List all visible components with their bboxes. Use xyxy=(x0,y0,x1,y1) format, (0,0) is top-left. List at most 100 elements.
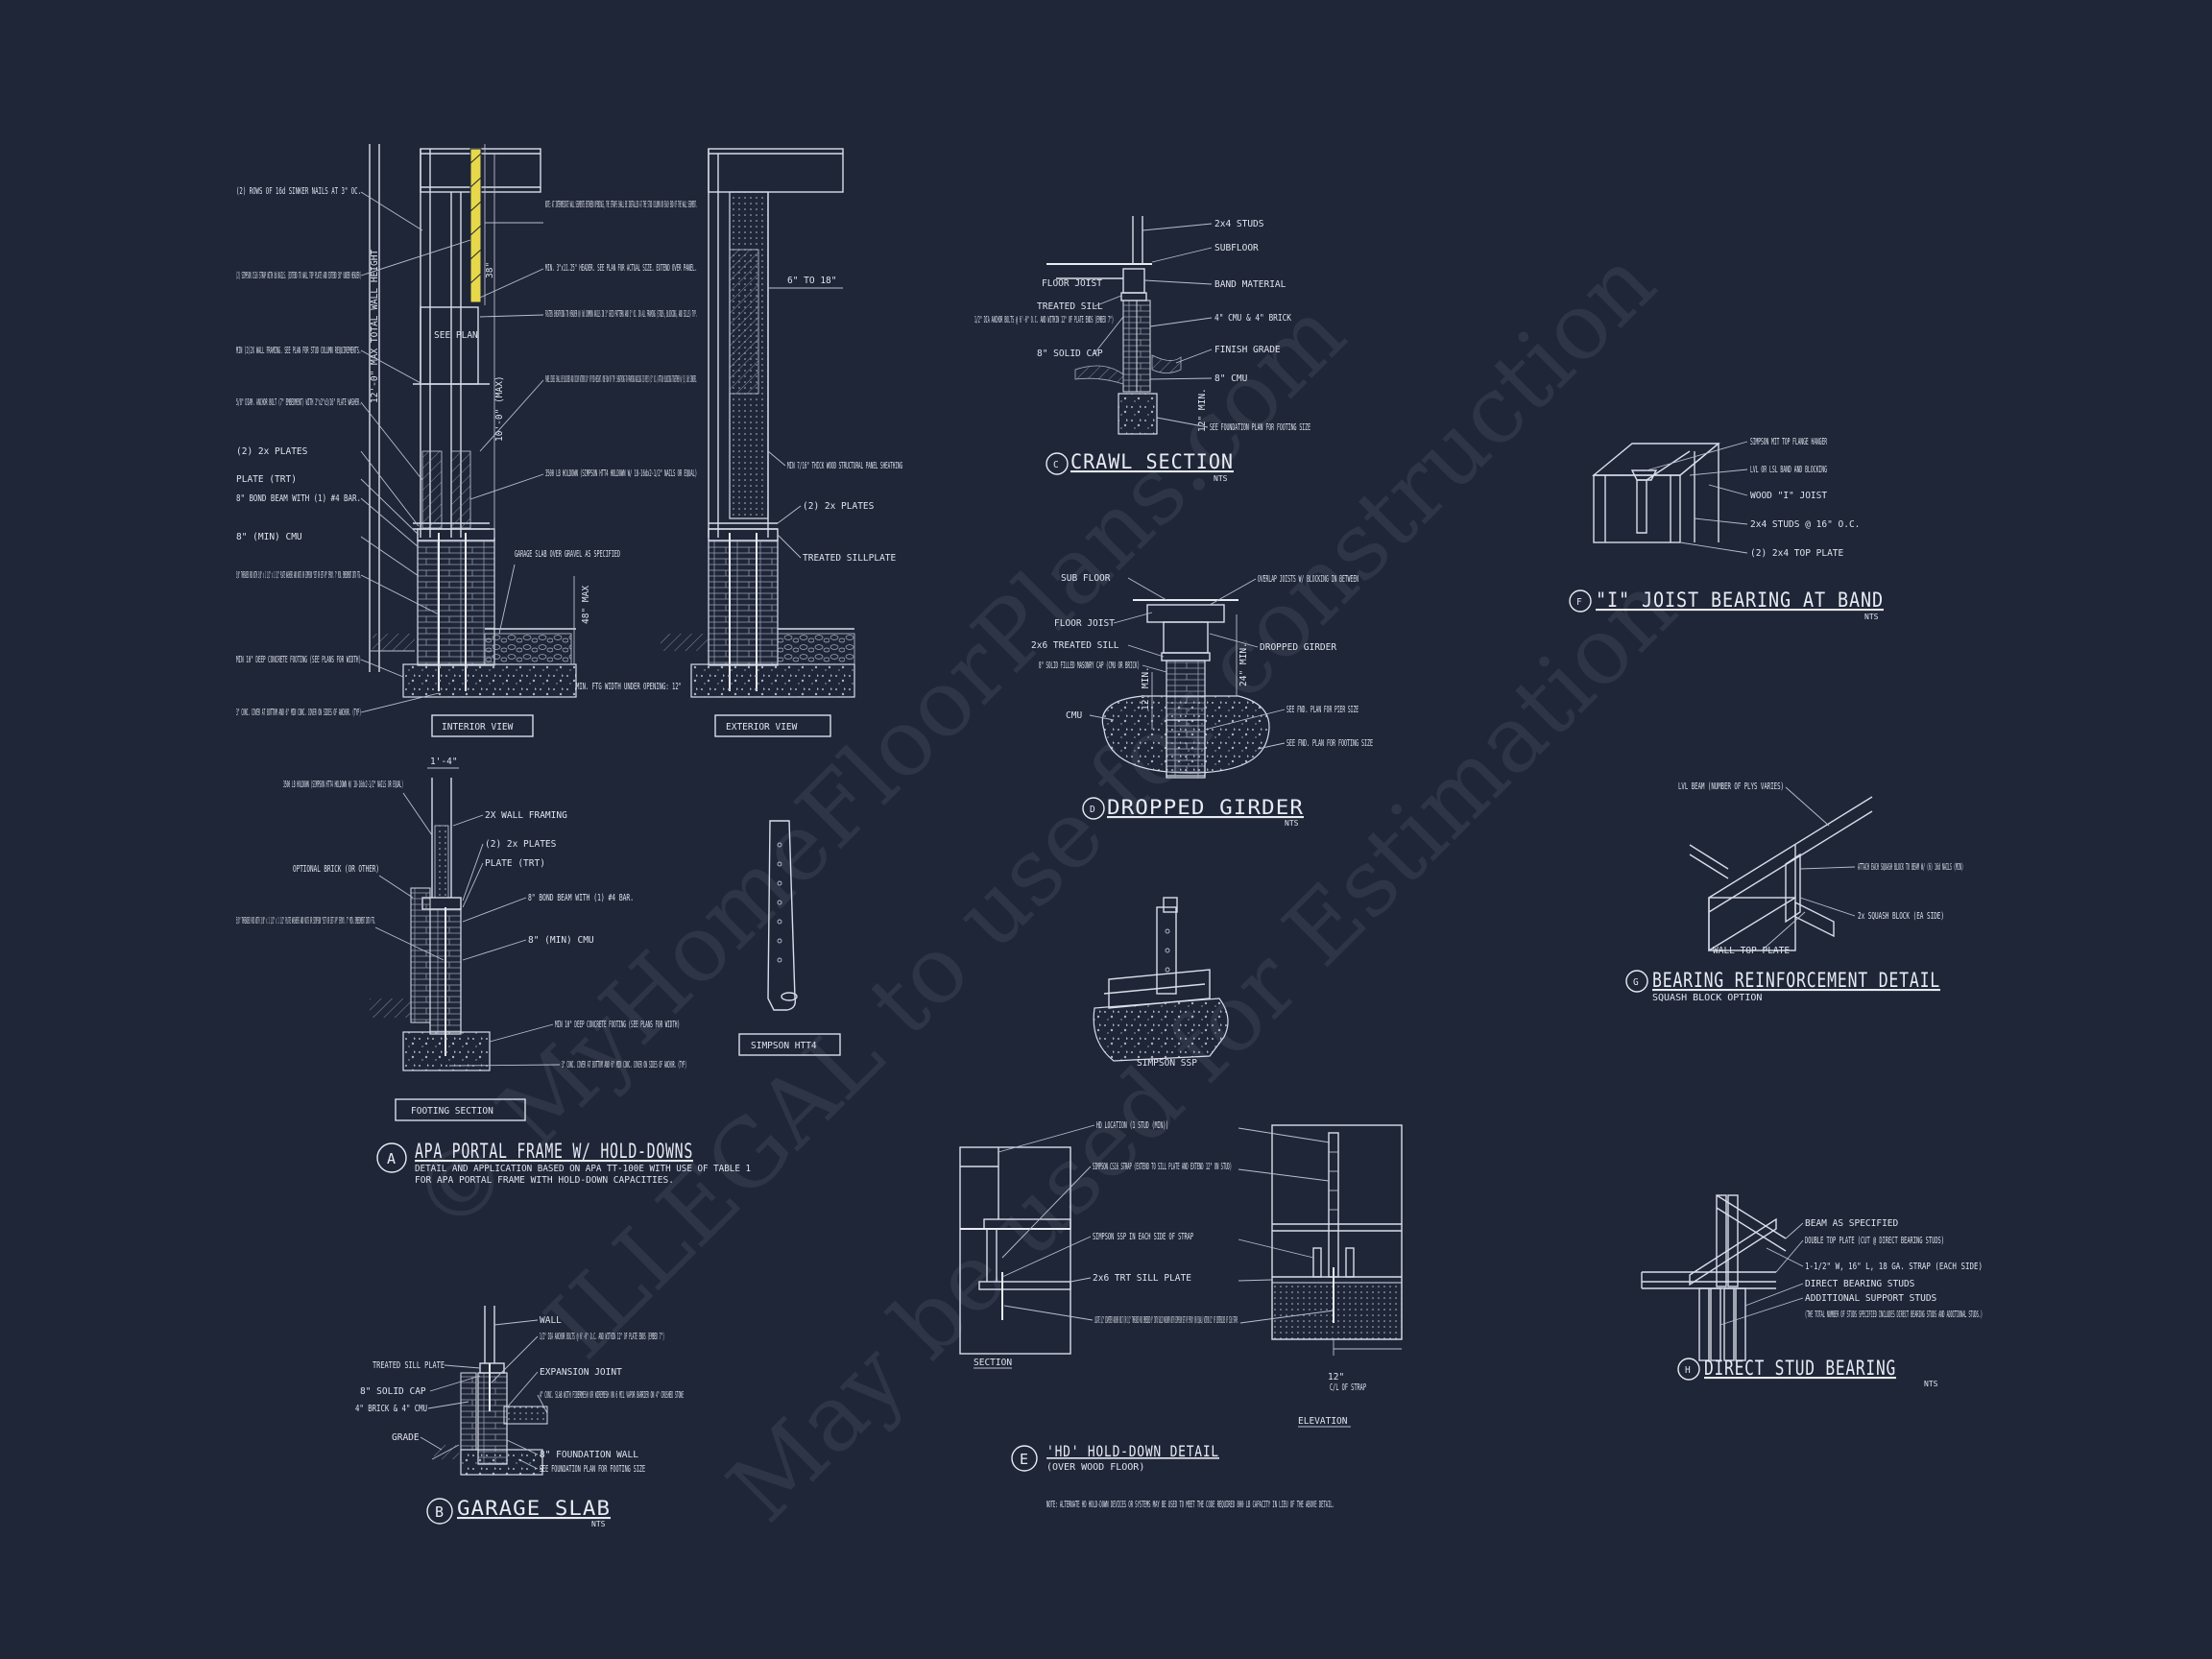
see-plan-label: SEE PLAN xyxy=(434,330,478,341)
exterior-view-label: EXTERIOR VIEW xyxy=(726,722,798,733)
a-note-fasten-sheathing: FASTEN SHEATHING TO HEADER W/ 8d COMMON … xyxy=(545,309,697,320)
detail-d-nts: NTS xyxy=(1285,819,1299,828)
e-dim-cl: C/L OF STRAP xyxy=(1330,1382,1366,1393)
b-note-fnd-wall: 8" FOUNDATION WALL xyxy=(540,1450,638,1460)
f-note-joist: WOOD "I" JOIST xyxy=(1750,491,1827,501)
detail-f-title: "I" JOIST BEARING AT BAND xyxy=(1596,589,1884,612)
d-note-pier: SEE FND. PLAN FOR PIER SIZE xyxy=(1286,705,1358,715)
detail-h-title: DIRECT STUD BEARING xyxy=(1704,1357,1896,1380)
dim-1ft4-label: 1'-4" xyxy=(430,757,458,767)
detail-e-letter: E xyxy=(1020,1451,1028,1468)
dim-48-label: 48" MAX xyxy=(581,586,591,624)
simpson-htt4-label: SIMPSON HTT4 xyxy=(751,1041,817,1051)
a-note-conc-cover: 3" CONC. COVER AT BOTTOM AND 6" MIN CONC… xyxy=(236,708,361,718)
e-note-anchor: LOCATE 1/2" DIAMETER ANCHOR BOLT (OR 1/2… xyxy=(1094,1315,1238,1326)
detail-e-title: 'HD' HOLD-DOWN DETAIL xyxy=(1046,1442,1219,1460)
detail-b-nts: NTS xyxy=(591,1520,606,1528)
simpson-ssp-drawing: SIMPSON SSP xyxy=(1093,897,1229,1069)
detail-d-letter: D xyxy=(1090,805,1095,815)
b-note-grade: GRADE xyxy=(392,1432,420,1443)
c-note-joist: FLOOR JOIST xyxy=(1042,278,1102,289)
e-note-hd-location: HD LOCATION (1 STUD (MIN)) xyxy=(1096,1120,1168,1131)
interior-view-label: INTERIOR VIEW xyxy=(442,722,514,733)
b-note-cap: 8" SOLID CAP xyxy=(360,1386,426,1397)
a-note-footing: MIN 10" DEEP CONCRETE FOOTING (SEE PLANS… xyxy=(236,655,361,665)
d-note-subfloor: SUB FLOOR xyxy=(1061,573,1111,584)
a-note-2x-plates: (2) 2x PLATES xyxy=(236,446,308,457)
a-note-garage-slab: GARAGE SLAB OVER GRAVEL AS SPECIFIED xyxy=(515,549,620,560)
a-note-cmu: 8" (MIN) CMU xyxy=(236,532,302,542)
a-ext-plates: (2) 2x PLATES xyxy=(803,501,875,512)
d-note-sill: 2x6 TREATED SILL xyxy=(1031,640,1119,651)
af-note-cmu: 8" (MIN) CMU xyxy=(528,935,594,946)
c-note-8cmu: 8" CMU xyxy=(1214,373,1248,384)
af-note-cover: 3" CONC. COVER AT BOTTOM AND 6" MIN CONC… xyxy=(562,1060,686,1070)
dim-6to18-label: 6" TO 18" xyxy=(787,276,836,286)
af-note-footing: MIN 10" DEEP CONCRETE FOOTING (SEE PLANS… xyxy=(555,1020,680,1030)
d-note-girder: DROPPED GIRDER xyxy=(1260,642,1336,653)
h-note-additional: ADDITIONAL SUPPORT STUDS xyxy=(1805,1293,1937,1304)
dim-10ft-label: 10'-0" (MAX) xyxy=(494,375,505,442)
c-note-cmu-brick: 4" CMU & 4" BRICK xyxy=(1214,313,1291,324)
detail-e-hold-down: SECTION 12" C/L OF STRAP ELEVATION HD LO… xyxy=(959,1120,1403,1510)
a-note-anchor-bolt: 5/8" DIAM. ANCHOR BOLT (7" EMBEDMENT) WI… xyxy=(236,397,361,408)
detail-g-sub: SQUASH BLOCK OPTION xyxy=(1652,993,1762,1003)
e-elevation-label: ELEVATION xyxy=(1298,1416,1348,1427)
detail-c-title: CRAWL SECTION xyxy=(1070,450,1234,473)
detail-a-footing-section: 1'-4" 3500 LB HOLDOWN (SIMPSON HTT4 HOLD… xyxy=(236,757,686,1121)
g-note-attach: ATTACH EACH SQUASH BLOCK TO BEAM W/ (6) … xyxy=(1858,862,1963,873)
h-note-direct-studs: DIRECT BEARING STUDS xyxy=(1805,1279,1915,1289)
d-note-24min: 24" MIN. xyxy=(1238,642,1249,686)
d-note-cap: 8" SOLID FILLED MASONRY CAP (CMU OR BRIC… xyxy=(1039,661,1140,671)
f-note-band: LVL OR LSL BAND AND BLOCKING xyxy=(1750,465,1827,475)
detail-f-i-joist-bearing: SIMPSON MIT TOP FLANGE HANGER LVL OR LSL… xyxy=(1569,437,1884,621)
e-note-sill: 2x6 TRT SILL PLATE xyxy=(1093,1273,1191,1284)
detail-g-letter: G xyxy=(1633,977,1639,988)
af-note-plates: (2) 2x PLATES xyxy=(485,839,557,850)
detail-a-exterior-view: 6" TO 18" MIN 7/16" THICK WOOD STRUCTURA… xyxy=(661,148,902,737)
af-note-framing: 2X WALL FRAMING xyxy=(485,810,567,821)
b-note-wall: WALL xyxy=(540,1315,562,1326)
detail-c-crawl-section: 2x4 STUDS SUBFLOOR BAND MATERIAL 4" CMU … xyxy=(974,216,1310,483)
dim-38-label: 38" xyxy=(485,262,495,278)
d-note-joist: FLOOR JOIST xyxy=(1054,618,1115,629)
detail-b-title: GARAGE SLAB xyxy=(457,1497,611,1520)
simpson-htt4-drawing: SIMPSON HTT4 xyxy=(738,820,841,1056)
af-note-plate-trt: PLATE (TRT) xyxy=(485,858,545,869)
a-note-panel-edges: PANEL EDGES SHALL BE BLOCKED AND OCCUR W… xyxy=(545,374,697,385)
d-note-overlap: OVERLAP JOISTS W/ BLOCKING IN BETWEEN xyxy=(1258,574,1358,585)
detail-d-dropped-girder: SUB FLOOR FLOOR JOIST 2x6 TREATED SILL 8… xyxy=(1031,573,1373,828)
detail-b-letter: B xyxy=(435,1503,444,1521)
c-note-grade: FINISH GRADE xyxy=(1214,345,1281,355)
af-note-bond-beam: 8" BOND BEAM WITH (1) #4 BAR. xyxy=(528,893,634,903)
detail-h-direct-stud-bearing: BEAM AS SPECIFIED DOUBLE TOP PLATE (CUT … xyxy=(1641,1194,1983,1388)
detail-h-nts: NTS xyxy=(1924,1380,1938,1388)
c-note-anchor: 1/2" DIA ANCHOR BOLTS @ 6'-0" O.C. AND W… xyxy=(974,315,1114,325)
a-note-bond-beam: 8" BOND BEAM WITH (1) #4 BAR. xyxy=(236,493,361,504)
d-note-cmu: CMU xyxy=(1066,710,1082,721)
f-note-hanger: SIMPSON MIT TOP FLANGE HANGER xyxy=(1750,437,1827,447)
detail-c-letter: C xyxy=(1053,460,1059,470)
b-note-expansion: EXPANSION JOINT xyxy=(540,1367,622,1378)
simpson-ssp-label: SIMPSON SSP xyxy=(1137,1058,1197,1069)
c-note-studs: 2x4 STUDS xyxy=(1214,219,1264,229)
a-note-header: MIN. 3"x11.25" HEADER. SEE PLAN FOR ACTU… xyxy=(545,263,697,274)
c-note-band: BAND MATERIAL xyxy=(1214,279,1286,290)
detail-e-sub: (OVER WOOD FLOOR) xyxy=(1046,1462,1144,1473)
e-section-label: SECTION xyxy=(974,1358,1012,1368)
detail-g-bearing-reinforcement: LVL BEAM (NUMBER OF PLYS VARIES) ATTACH … xyxy=(1625,781,1963,1003)
detail-c-nts: NTS xyxy=(1214,474,1228,483)
dim-12ft-label: 12'-0" MAX TOTAL WALL HEIGHT xyxy=(370,250,380,403)
watermark: © MyHomeFloorPlans.com ILLEGAL to use fo… xyxy=(391,228,1696,1542)
d-note-12min: 12" MIN. xyxy=(1141,666,1151,710)
c-note-see-fnd: SEE FOUNDATION PLAN FOR FOOTING SIZE xyxy=(1210,422,1310,433)
detail-h-letter: H xyxy=(1685,1365,1691,1376)
detail-a-mid-notes: NOTE: AT INTERMEDIATE WALL SEGMENTS BETW… xyxy=(469,200,697,692)
a-ext-sillplate: TREATED SILLPLATE xyxy=(803,553,897,564)
c-note-subfloor: SUBFLOOR xyxy=(1214,243,1259,253)
detail-b-garage-slab: WALL 1/2" DIA ANCHOR BOLTS @ 6'-0" O.C. … xyxy=(355,1306,684,1528)
e-note-cs16: SIMPSON CS16 STRAP (EXTEND TO SILL PLATE… xyxy=(1093,1162,1232,1172)
h-note-total: (THE TOTAL NUMBER OF STUDS SPECIFIED INC… xyxy=(1805,1310,1983,1320)
detail-d-title: DROPPED GIRDER xyxy=(1107,796,1304,819)
